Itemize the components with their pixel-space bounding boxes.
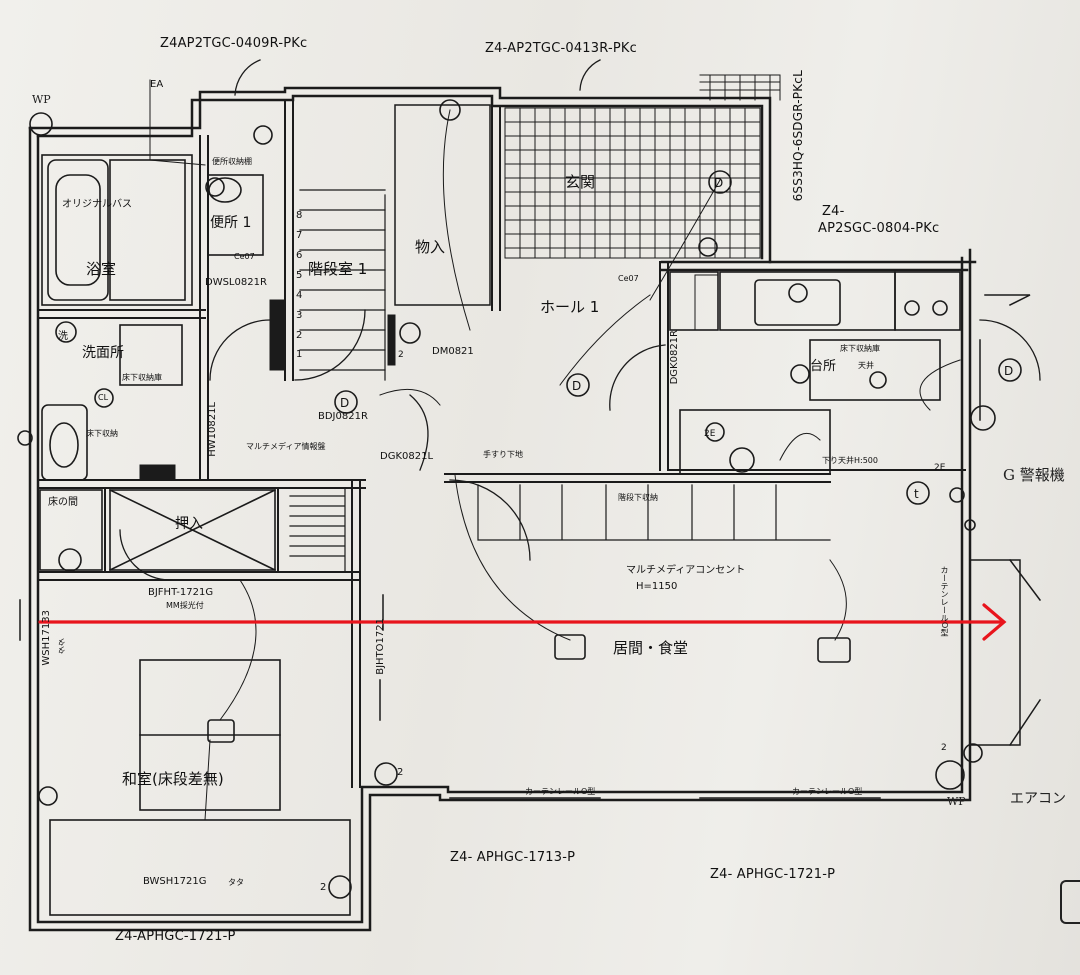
stair-number-1: 1 bbox=[296, 349, 302, 360]
label-curtain-rail-2: カーテンレールO型 bbox=[792, 787, 863, 796]
fixtures bbox=[39, 154, 961, 916]
window-code-top-center: Z4-AP2TGC-0413R-PKc bbox=[485, 41, 637, 56]
label-tatami-vertical: タタ bbox=[57, 638, 66, 654]
room-stair: 階段室 1 bbox=[308, 260, 368, 278]
label-toilet-storage: 便所収納棚 bbox=[212, 157, 252, 166]
label-outlet-height: H=1150 bbox=[636, 581, 678, 592]
label-dgk: DGK0821L bbox=[380, 451, 434, 462]
wiring bbox=[149, 79, 961, 821]
label-multimedia-outlet: マルチメディアコンセント bbox=[626, 565, 746, 576]
label-gas-alarm: G 警報機 bbox=[1003, 466, 1065, 484]
room-kitchen: 台所 bbox=[810, 359, 837, 374]
downlight-symbol-entrance: D bbox=[714, 176, 723, 190]
outlet-2e-kitchen: 2E bbox=[704, 429, 716, 439]
entrance-tiles bbox=[504, 74, 781, 259]
switch-t-symbol: t bbox=[914, 487, 919, 501]
stair-number-6: 6 bbox=[296, 250, 302, 261]
label-wp-top: WP bbox=[32, 93, 51, 106]
label-underfloor-storage: 床下収納庫 bbox=[122, 373, 162, 382]
room-original-bath: オリジナルバス bbox=[62, 199, 132, 210]
room-bath: 浴室 bbox=[86, 260, 117, 278]
label-aircon: エアコン bbox=[1010, 791, 1066, 807]
label-stair-storage: 階段下収納 bbox=[618, 493, 658, 502]
label-ce-hall: Ce07 bbox=[618, 274, 639, 283]
label-underfloor-storage-kitchen: 床下収納庫 bbox=[840, 344, 880, 353]
room-storage: 物入 bbox=[415, 238, 446, 256]
label-kitchen-board: 下り天井H:500 bbox=[822, 456, 878, 465]
label-ceiling-note: 天井 bbox=[858, 361, 874, 370]
door-swings bbox=[119, 59, 1041, 581]
outlet-2e-right: 2E bbox=[934, 463, 946, 473]
room-closet: 押入 bbox=[175, 516, 203, 532]
downlight-symbol-kitchen: D bbox=[1004, 364, 1013, 378]
label-curtain-rail-1: カーテンレールO型 bbox=[525, 787, 596, 796]
window-code-bottom-right: Z4- APHGC-1721-P bbox=[710, 867, 836, 882]
downlight-symbol-hall: D bbox=[572, 379, 581, 393]
stair-number-3: 3 bbox=[296, 310, 302, 321]
page-edge-mark bbox=[1060, 880, 1080, 924]
label-dm: DM0821 bbox=[432, 346, 474, 357]
label-dwsl: DWSL0821R bbox=[205, 277, 267, 288]
interior-walls bbox=[37, 99, 966, 788]
label-bdj: BDJ0821R bbox=[318, 411, 368, 422]
window-code-top-left: Z4AP2TGC-0409R-PKc bbox=[160, 36, 308, 51]
window-code-right-upper-line2: AP2SGC-0804-PKc bbox=[818, 221, 940, 236]
label-wsh-vertical: WSH17133 bbox=[41, 610, 52, 666]
room-japanese: 和室(床段差無) bbox=[122, 770, 224, 788]
label-bjhto-vertical: BJHTO1721 bbox=[375, 618, 386, 675]
stair-number-8: 8 bbox=[296, 210, 302, 221]
label-underfloor-storage2: 床下収納 bbox=[86, 429, 118, 438]
stair-number-2: 2 bbox=[296, 330, 302, 341]
outlet-2-hall: 2 bbox=[398, 350, 404, 360]
outlet-2-living: 2 bbox=[397, 767, 403, 778]
room-tokonoma: 床の間 bbox=[48, 497, 78, 508]
stairs bbox=[289, 189, 831, 573]
label-ce-bath: Ce07 bbox=[234, 252, 255, 261]
label-dgk-vertical: DGK0821R bbox=[669, 330, 680, 385]
room-living-dining: 居間・食堂 bbox=[613, 639, 689, 657]
outlet-2-right: 2 bbox=[941, 743, 947, 753]
label-multimedia: マルチメディア情報盤 bbox=[246, 442, 326, 451]
window-code-right-upper-line1: Z4- bbox=[822, 204, 845, 219]
stair-number-5: 5 bbox=[296, 270, 302, 281]
label-washer: 洗 bbox=[58, 331, 68, 342]
label-bjfht: BJFHT-1721G bbox=[148, 587, 214, 598]
outlet-2-japanese: 2 bbox=[320, 882, 326, 893]
window-code-bottom-center: Z4- APHGC-1713-P bbox=[450, 850, 576, 865]
stair-number-4: 4 bbox=[296, 290, 302, 301]
red-arrow bbox=[38, 603, 1007, 641]
downlight-symbol-stair: D bbox=[340, 396, 349, 410]
room-washroom: 洗面所 bbox=[82, 345, 124, 361]
stair-number-7: 7 bbox=[296, 230, 302, 241]
label-hw-vertical: HW10821L bbox=[207, 402, 218, 457]
label-tatami: タタ bbox=[228, 878, 244, 887]
electrical-symbols bbox=[17, 99, 1022, 899]
label-curtain-rail-side: カーテンレールO型 bbox=[940, 566, 949, 637]
window-code-right-vertical: 6SS3HQ-6SDGR-PKcL bbox=[791, 70, 805, 202]
room-hall: ホール 1 bbox=[540, 298, 600, 316]
label-ea: EA bbox=[150, 79, 164, 90]
room-toilet: 便所 1 bbox=[210, 215, 252, 231]
label-cl: CL bbox=[98, 393, 109, 402]
label-bwsh: BWSH1721G bbox=[143, 876, 207, 887]
label-mm: MM採光付 bbox=[166, 601, 204, 610]
label-hand-rail: 手すり下地 bbox=[483, 450, 523, 459]
stair-numbers: 1 2 3 4 5 6 7 8 bbox=[296, 210, 302, 360]
symbol-letters: D D D D t 2E 2E 2 2 2 2 bbox=[320, 176, 1013, 893]
window-code-bottom-left: Z4-APHGC-1721-P bbox=[115, 929, 236, 944]
windows bbox=[19, 294, 1042, 799]
label-wp-bottom: WP bbox=[947, 795, 966, 808]
room-entrance: 玄関 bbox=[565, 173, 596, 191]
